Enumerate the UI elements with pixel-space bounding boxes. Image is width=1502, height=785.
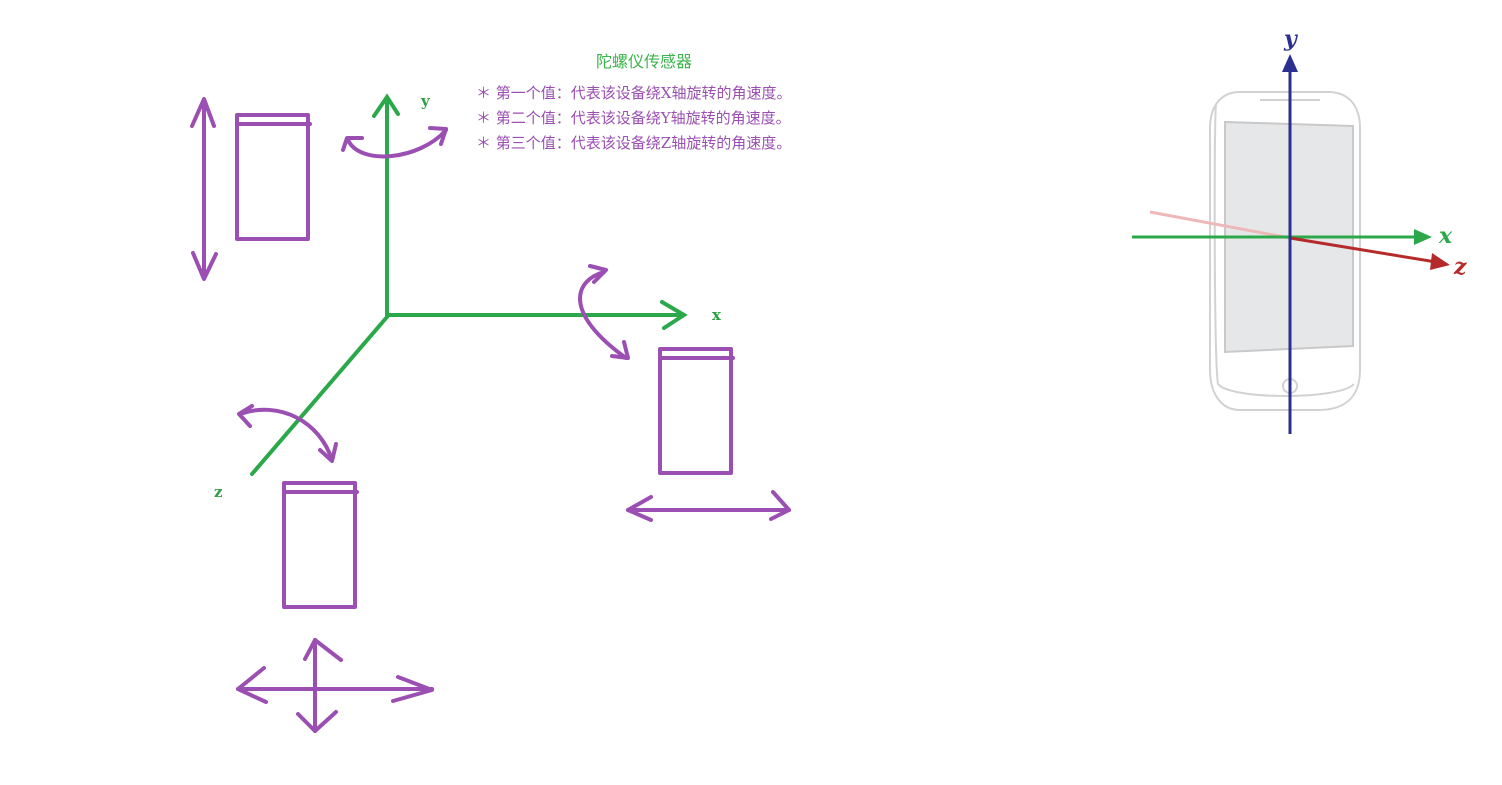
description-line-2: ＊ 第二个值：代表该设备绕Y轴旋转的角速度。: [476, 109, 791, 127]
phone-outline-top-left: [235, 113, 312, 241]
x-axis-arrowhead: [660, 300, 688, 330]
z-axis-back-line: [1149, 210, 1291, 240]
description-line-3: ＊ 第三个值：代表该设备绕Z轴旋转的角速度。: [476, 134, 792, 152]
z-rotation-arrow: [237, 404, 338, 463]
phone-axes: [1132, 54, 1450, 434]
left-axes: [250, 93, 688, 476]
y-rotation-arrow: [341, 126, 448, 159]
x-axis-label: x: [712, 306, 721, 324]
phone-outline-right: [658, 347, 735, 475]
phone-z-axis-line: [1289, 236, 1437, 264]
x-rotation-arrow: [578, 264, 630, 360]
z-axis-line: [250, 315, 389, 476]
phone-illustration: [1209, 91, 1361, 411]
horizontal-translation-arrow: [626, 490, 791, 522]
phone-z-axis-arrowhead: [1430, 253, 1450, 270]
y-axis-arrowhead: [372, 93, 400, 118]
phone-x-axis-label: x: [1438, 223, 1453, 249]
phone-outline-bottom: [282, 481, 359, 609]
phone-y-axis-label: y: [1283, 26, 1299, 52]
z-axis-label: z: [214, 483, 223, 501]
phone-y-axis-arrowhead: [1282, 54, 1298, 72]
diagram-title: 陀螺仪传感器: [596, 52, 693, 71]
vertical-translation-arrow: [190, 97, 218, 281]
y-axis-label: y: [421, 92, 430, 110]
four-way-arrow: [236, 638, 434, 733]
phone-body: [1209, 91, 1361, 411]
phone-z-axis-label: z: [1453, 254, 1467, 280]
description-line-1: ＊ 第一个值：代表该设备绕X轴旋转的角速度。: [476, 84, 792, 102]
phone-x-axis-arrowhead: [1414, 229, 1432, 245]
